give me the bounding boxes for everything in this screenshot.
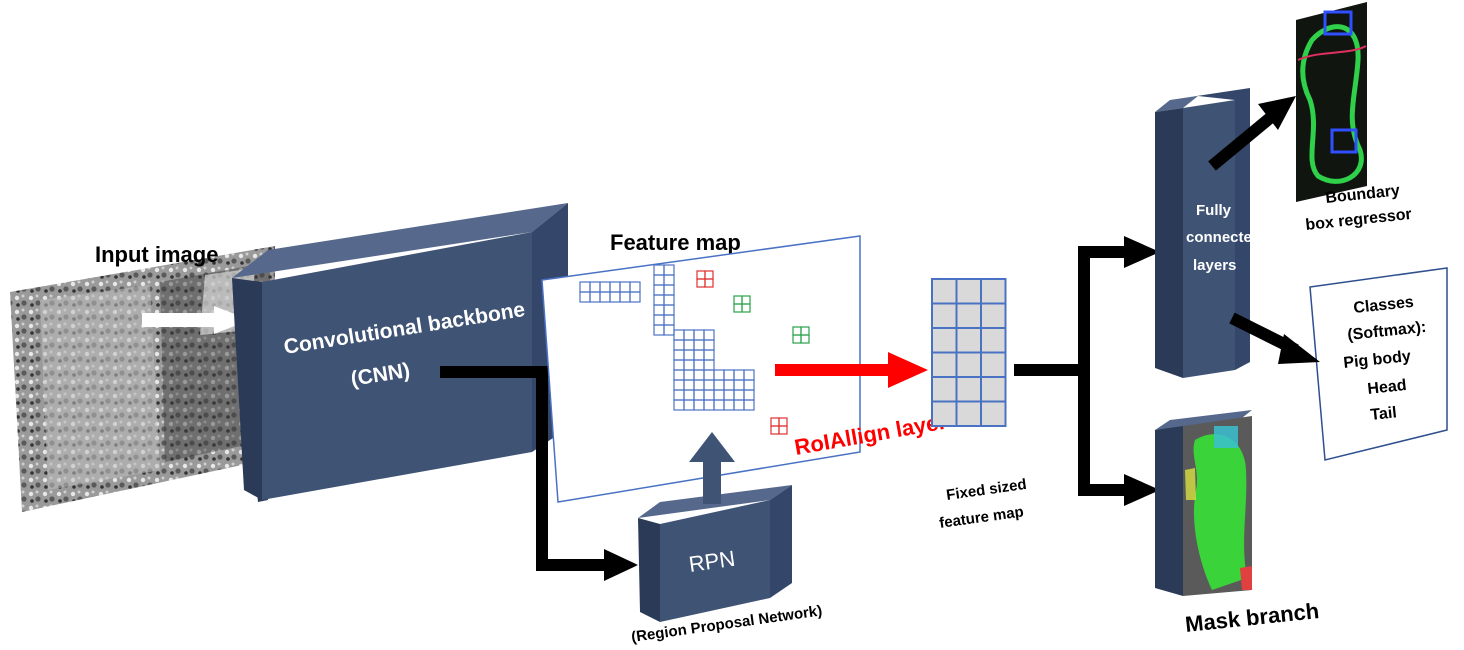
to-mask-arrowhead: [1124, 474, 1160, 506]
fixed-feature-map: [931, 278, 1007, 427]
input-arrow: [142, 306, 250, 334]
fc-label-line2: connected: [1186, 229, 1261, 246]
bbox-label-line2: box regressor: [1305, 206, 1413, 234]
rpn-to-feature-arrow: [689, 432, 735, 504]
backbone-to-rpn-arrow: [536, 372, 638, 581]
feature-map-grids: [579, 264, 810, 435]
rpn-block: [638, 485, 792, 622]
input-image-label: Input image: [95, 242, 218, 267]
feature-grid-horizontal: [579, 281, 641, 303]
mask-overlay: [1193, 434, 1247, 590]
fc-label-line1: Fully: [1196, 202, 1232, 219]
classes-box: [1309, 267, 1448, 461]
feature-grid-vertical: [653, 264, 675, 336]
fc-label-line3: layers: [1193, 257, 1236, 274]
mask-branch-label: Mask branch: [1184, 598, 1320, 637]
feature-map-label: Feature map: [610, 230, 741, 255]
feature-grid-red-2: [770, 417, 788, 435]
classes-line-3: Pig body: [1343, 348, 1412, 372]
classes-line-4: Head: [1367, 377, 1408, 398]
feature-grid-green-1: [733, 295, 751, 313]
fc-to-bbox-arrow: [1208, 96, 1296, 171]
fc-to-classes-arrow: [1229, 312, 1320, 364]
feature-grid-lower-block: [673, 369, 755, 411]
feature-grid-red-1: [696, 270, 714, 288]
mask-branch-block: [1155, 410, 1252, 596]
classes-line-5: Tail: [1370, 404, 1398, 424]
fixed-map-label-line2: feature map: [938, 503, 1025, 532]
feature-grid-green-2: [792, 326, 810, 344]
input-image: [10, 246, 275, 512]
to-fc-arrowhead: [1124, 236, 1160, 268]
split-arrows: [1014, 236, 1160, 506]
fixed-map-label-line1: Fixed sized: [945, 476, 1027, 504]
backbone-block: [232, 203, 568, 502]
classes-line-1: Classes: [1353, 294, 1415, 317]
roi-align-arrow: [775, 352, 928, 388]
fixed-map-cells: [931, 278, 1007, 427]
fc-layers-block: [1155, 88, 1250, 378]
bbox-regressor-image: [1296, 2, 1367, 202]
